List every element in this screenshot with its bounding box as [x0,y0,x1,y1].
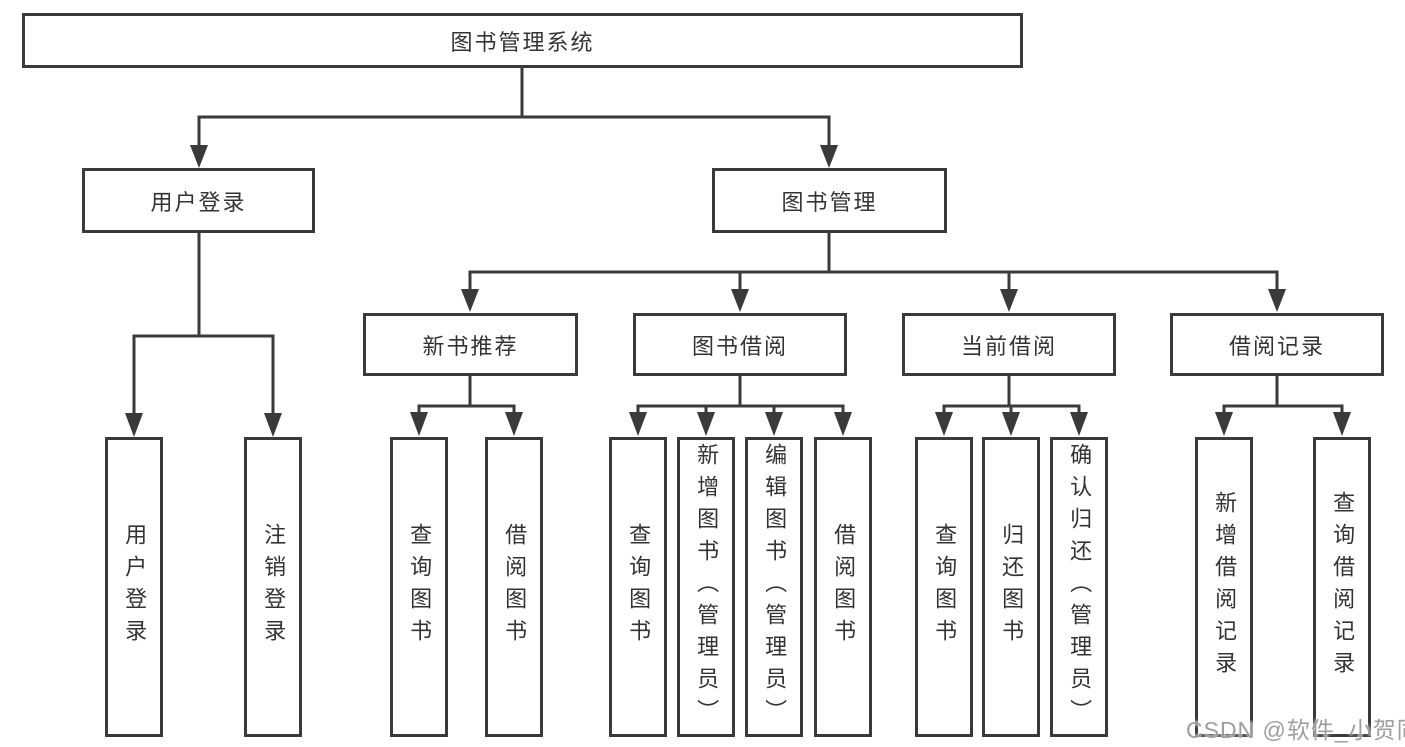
node-current-borrow: 当前借阅 [902,313,1116,376]
node-current-borrow-label: 当前借阅 [960,333,1057,359]
node-user-login-label: 用户登录 [150,189,247,215]
leaf-search-book-borrow-label: 查询图书 [626,523,652,651]
leaf-edit-book-admin: 编辑图书（管理员） [745,437,803,737]
leaf-confirm-return-admin-label: 确认归还（管理员） [1067,443,1093,731]
leaf-return-book-label: 归还图书 [999,523,1025,651]
leaf-logout: 注销登录 [244,437,302,737]
node-book-borrow: 图书借阅 [633,313,847,376]
node-user-login: 用户登录 [82,168,315,233]
leaf-user-login: 用户登录 [105,437,163,737]
leaf-search-book-current-label: 查询图书 [932,523,958,651]
leaf-search-book-borrow: 查询图书 [609,437,667,737]
node-new-book-recommend: 新书推荐 [363,313,578,376]
leaf-search-book-recommend-label: 查询图书 [407,523,433,651]
leaf-search-book-current: 查询图书 [915,437,973,737]
leaf-add-borrow-record-label: 新增借阅记录 [1212,491,1238,683]
leaf-user-login-label: 用户登录 [122,523,148,651]
csdn-watermark: CSDN @软件_小贺同学 [1186,717,1405,743]
leaf-borrow-book-recommend-label: 借阅图书 [502,523,528,651]
node-root-system: 图书管理系统 [22,13,1023,68]
leaf-borrow-book-recommend: 借阅图书 [485,437,543,737]
leaf-add-borrow-record: 新增借阅记录 [1195,437,1253,737]
node-book-management-label: 图书管理 [781,189,878,215]
leaf-edit-book-admin-label: 编辑图书（管理员） [762,443,788,731]
node-borrow-record: 借阅记录 [1170,313,1384,376]
leaf-search-borrow-record-label: 查询借阅记录 [1330,491,1356,683]
node-new-book-recommend-label: 新书推荐 [422,333,519,359]
node-book-borrow-label: 图书借阅 [691,333,788,359]
node-borrow-record-label: 借阅记录 [1228,333,1325,359]
node-book-management: 图书管理 [712,168,947,233]
leaf-add-book-admin: 新增图书（管理员） [677,437,735,737]
leaf-search-borrow-record: 查询借阅记录 [1313,437,1371,737]
leaf-logout-label: 注销登录 [261,523,287,651]
leaf-confirm-return-admin: 确认归还（管理员） [1050,437,1108,737]
leaf-search-book-recommend: 查询图书 [390,437,448,737]
leaf-add-book-admin-label: 新增图书（管理员） [694,443,720,731]
node-root-label: 图书管理系统 [450,29,595,55]
leaf-borrow-book-label: 借阅图书 [831,523,857,651]
leaf-borrow-book: 借阅图书 [814,437,872,737]
leaf-return-book: 归还图书 [982,437,1040,737]
